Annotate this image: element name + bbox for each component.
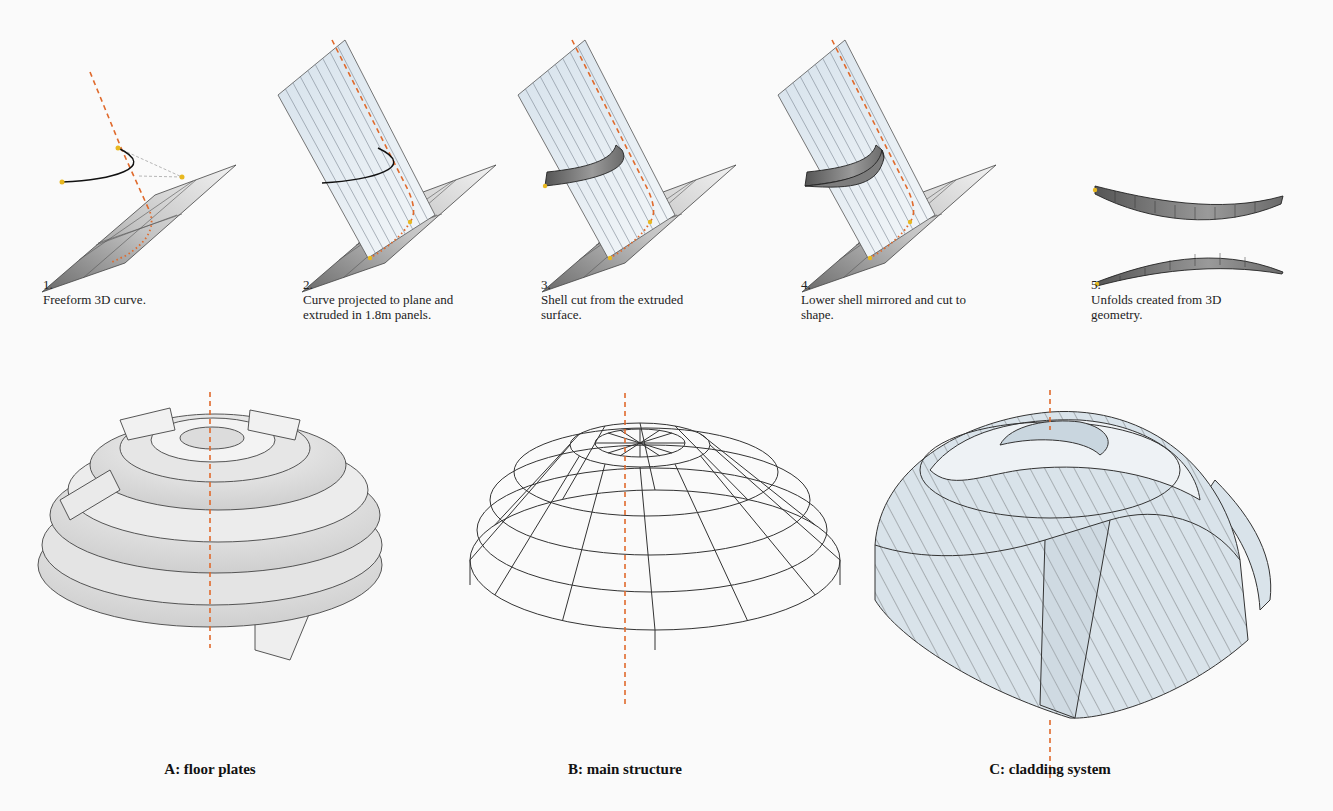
- step-caption: Curve projected to plane and extruded in…: [303, 292, 485, 322]
- step-number: 1.: [43, 277, 53, 292]
- step-caption: Unfolds created from 3D geometry.: [1091, 292, 1273, 322]
- step-3-figure: [518, 40, 736, 292]
- step-number: 5.: [1091, 277, 1101, 292]
- panel-title: B: main structure: [475, 761, 775, 778]
- step-caption: Lower shell mirrored and cut to shape.: [801, 292, 983, 322]
- step-1-figure: [42, 72, 236, 292]
- step-caption: Shell cut from the extruded surface.: [541, 292, 723, 322]
- main-structure-figure: [470, 393, 840, 705]
- step-caption: Freeform 3D curve.: [43, 292, 225, 307]
- panel-title: C: cladding system: [900, 761, 1200, 778]
- step-number: 3.: [541, 277, 551, 292]
- panel-title: A: floor plates: [60, 761, 360, 778]
- step-number: 4.: [801, 277, 811, 292]
- step-number: 2.: [303, 277, 313, 292]
- unfold-shells: [1093, 186, 1283, 286]
- cladding-figure: [875, 390, 1271, 778]
- step-2-figure: [278, 40, 496, 292]
- floor-plates-figure: [38, 392, 382, 660]
- step-4-figure: [778, 40, 996, 292]
